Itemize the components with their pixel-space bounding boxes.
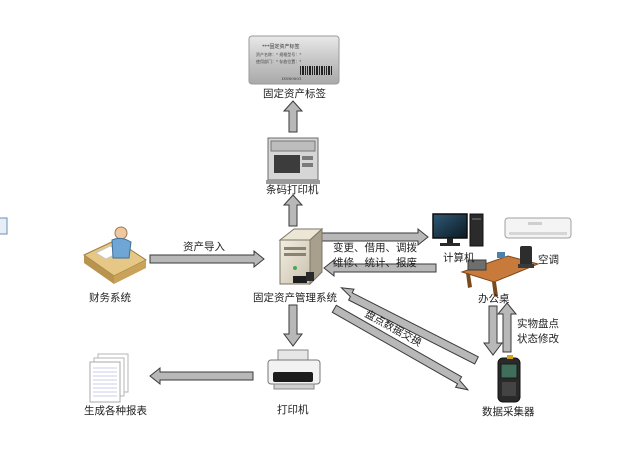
label-desk: 办公桌 <box>478 293 510 305</box>
handheld-scanner-icon <box>497 355 521 403</box>
arrow-system-to-computer <box>319 227 429 247</box>
barcode-printer-icon <box>266 137 320 184</box>
arrow-desk-to-collector <box>483 305 503 356</box>
arrow-collector-to-system <box>340 287 479 365</box>
label-inventory-status-line-1: 实物盘点 <box>517 318 559 330</box>
tag-line-2: 使用部门：* 存放位置：* <box>256 58 301 64</box>
document-icon <box>0 217 8 235</box>
label-data-collector: 数据采集器 <box>482 406 535 418</box>
label-asset-system: 固定资产管理系统 <box>253 292 337 304</box>
label-reports: 生成各种报表 <box>84 405 147 417</box>
label-operations-line-2: 维修、统计、报废 <box>333 257 417 270</box>
office-printer-icon <box>267 349 321 390</box>
label-inventory-status: 实物盘点 状态修改 <box>517 317 559 347</box>
label-barcode-printer: 条码打印机 <box>266 184 319 196</box>
label-operations-line-1: 变更、借用、调拨 <box>333 242 417 254</box>
arrow-finance-to-system <box>149 249 265 269</box>
tag-serial: DN00001 <box>282 76 301 81</box>
label-asset-tag: 固定资产标签 <box>263 88 326 100</box>
arrow-desk-to-system <box>323 258 437 278</box>
barcode-icon <box>300 66 332 75</box>
server-computer-icon <box>278 227 324 286</box>
label-inventory-status-line-2: 状态修改 <box>517 333 559 346</box>
air-conditioner-icon <box>504 217 572 239</box>
label-printer: 打印机 <box>277 404 309 416</box>
label-asset-import: 资产导入 <box>183 241 225 253</box>
arrow-system-to-barcode-printer <box>282 194 304 227</box>
arrow-printer-to-reports <box>149 366 254 386</box>
tag-line-1: 资产名称：* 规格型号：* <box>256 51 301 57</box>
arrow-system-to-collector <box>331 304 470 391</box>
label-operations: 变更、借用、调拨 维修、统计、报废 <box>333 241 417 271</box>
label-finance-system: 财务系统 <box>89 292 131 304</box>
arrow-collector-to-desk <box>496 302 518 353</box>
arrow-printer-to-tag <box>282 100 304 133</box>
arrow-system-to-printer <box>283 304 303 347</box>
label-computer: 计算机 <box>443 252 475 264</box>
asset-tag-card: ***固定资产标签 资产名称：* 规格型号：* 使用部门：* 存放位置：* DN… <box>248 35 340 85</box>
desktop-computer-icon <box>432 213 484 247</box>
report-sheets-icon <box>89 353 129 403</box>
finance-clerk-icon <box>83 226 147 284</box>
office-desk-icon <box>460 246 540 297</box>
tag-title: ***固定资产标签 <box>262 43 300 50</box>
label-aircon: 空调 <box>538 254 559 266</box>
